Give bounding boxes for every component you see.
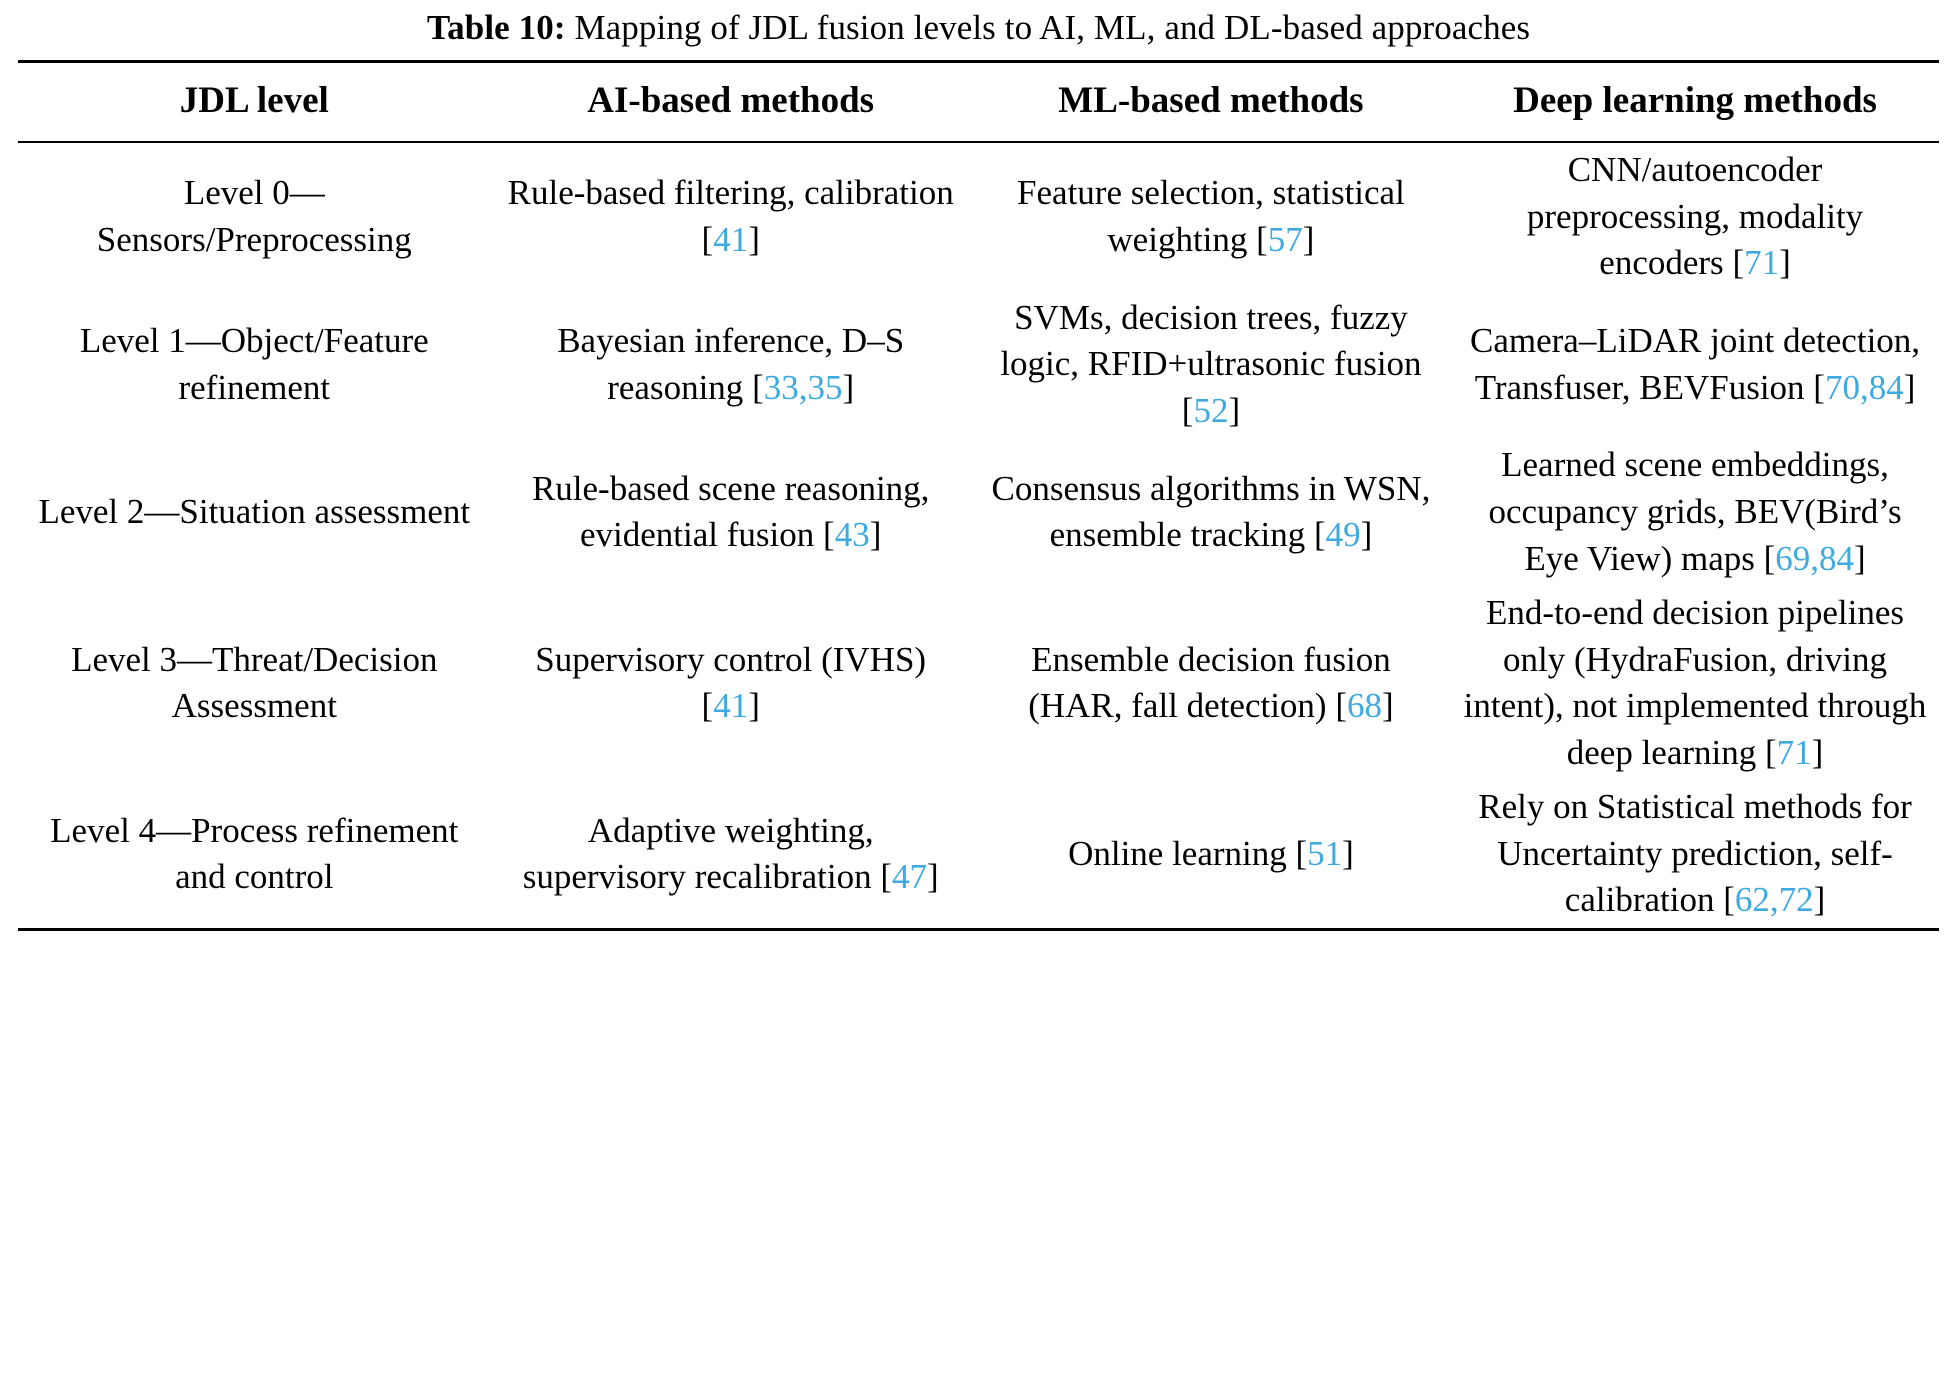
- column-header-deep-learning-methods: Deep learning methods: [1513, 79, 1877, 121]
- table-row: Level 2—Situation assessment Rule-based …: [18, 438, 1939, 586]
- jdl-mapping-table: JDL level AI-based methods ML-based meth…: [18, 60, 1939, 928]
- citation-reference[interactable]: 57: [1267, 219, 1303, 259]
- table-row: Level 3—Threat/Decision Assessment Super…: [18, 586, 1939, 780]
- cell-text: Learned scene embeddings, occupancy grid…: [1488, 445, 1902, 578]
- table-body: Level 0—Sensors/Preprocessing Rule-based…: [18, 142, 1939, 928]
- cell-jdl-level: Level 1—Object/Feature refinement: [18, 291, 491, 439]
- cell-ai-methods: Rule-based scene reasoning, evidential f…: [491, 438, 971, 586]
- cell-ai-methods: Rule-based filtering, calibration [41]: [491, 142, 971, 291]
- cell-dl-methods: End-to-end decision pipelines only (Hydr…: [1451, 586, 1939, 780]
- cell-ai-methods: Supervisory control (IVHS) [41]: [491, 586, 971, 780]
- citation-reference[interactable]: 51: [1307, 833, 1343, 873]
- table-row: Level 0—Sensors/Preprocessing Rule-based…: [18, 142, 1939, 291]
- column-header-ml-based-methods: ML-based methods: [1058, 79, 1364, 121]
- table-caption-label: Table 10:: [426, 8, 566, 47]
- cell-dl-methods: Camera–LiDAR joint detection, Transfuser…: [1451, 291, 1939, 439]
- table-header-row: JDL level AI-based methods ML-based meth…: [18, 61, 1939, 143]
- table-row: Level 4—Process refinement and control A…: [18, 780, 1939, 928]
- citation-reference[interactable]: 43: [834, 515, 870, 555]
- table-bottom-rule: [18, 927, 1939, 931]
- cell-text: CNN/autoencoder preprocessing, modality …: [1526, 150, 1864, 283]
- citation-reference[interactable]: 49: [1325, 515, 1361, 555]
- cell-text: Adaptive weighting, supervisory recalibr…: [522, 810, 939, 897]
- cell-text: Supervisory control (IVHS) [41]: [535, 639, 927, 726]
- table-caption-text: Mapping of JDL fusion levels to AI, ML, …: [565, 8, 1531, 47]
- table-header: JDL level AI-based methods ML-based meth…: [18, 61, 1939, 143]
- table-caption: Table 10: Mapping of JDL fusion levels t…: [18, 0, 1939, 60]
- cell-jdl-level: Level 0—Sensors/Preprocessing: [18, 142, 491, 291]
- cell-jdl-level: Level 4—Process refinement and control: [18, 780, 491, 928]
- cell-ml-methods: Online learning [51]: [971, 780, 1451, 928]
- cell-text: Camera–LiDAR joint detection, Transfuser…: [1470, 321, 1921, 407]
- cell-text: Feature selection, statistical weighting…: [1017, 173, 1405, 259]
- cell-text: Ensemble decision fusion (HAR, fall dete…: [1028, 639, 1394, 726]
- cell-dl-methods: Learned scene embeddings, occupancy grid…: [1451, 438, 1939, 586]
- cell-text: Online learning [51]: [1068, 833, 1354, 873]
- citation-reference[interactable]: 52: [1193, 390, 1229, 430]
- cell-jdl-level: Level 3—Threat/Decision Assessment: [18, 586, 491, 780]
- cell-text: Level 2—Situation assessment: [38, 491, 471, 531]
- citation-reference[interactable]: 70,84: [1824, 367, 1904, 407]
- cell-text: Level 1—Object/Feature refinement: [79, 321, 429, 407]
- citation-reference[interactable]: 68: [1347, 686, 1382, 726]
- cell-text: Level 3—Threat/Decision Assessment: [71, 639, 438, 726]
- cell-text: Rely on Statistical methods for Uncertai…: [1478, 787, 1912, 920]
- cell-ml-methods: Feature selection, statistical weighting…: [971, 142, 1451, 291]
- cell-ml-methods: Ensemble decision fusion (HAR, fall dete…: [971, 586, 1451, 780]
- cell-ml-methods: SVMs, decision trees, fuzzy logic, RFID+…: [971, 291, 1451, 439]
- cell-ml-methods: Consensus algorithms in WSN, ensemble tr…: [971, 438, 1451, 586]
- cell-text: Bayesian inference, D–S reasoning [33,35…: [557, 321, 905, 407]
- cell-text: Rule-based filtering, calibration [41]: [507, 173, 954, 259]
- citation-reference[interactable]: 69,84: [1775, 538, 1855, 578]
- cell-text: Rule-based scene reasoning, evidential f…: [531, 468, 930, 555]
- citation-reference[interactable]: 41: [713, 219, 749, 259]
- cell-text: Level 4—Process refinement and control: [50, 810, 459, 897]
- cell-ai-methods: Adaptive weighting, supervisory recalibr…: [491, 780, 971, 928]
- cell-text: Level 0—Sensors/Preprocessing: [96, 173, 412, 259]
- citation-reference[interactable]: 62,72: [1734, 880, 1814, 920]
- citation-reference[interactable]: 71: [1744, 243, 1780, 283]
- citation-reference[interactable]: 41: [713, 686, 749, 726]
- citation-reference[interactable]: 33,35: [763, 367, 843, 407]
- cell-text: Consensus algorithms in WSN, ensemble tr…: [991, 468, 1431, 555]
- cell-dl-methods: CNN/autoencoder preprocessing, modality …: [1451, 142, 1939, 291]
- cell-text: End-to-end decision pipelines only (Hydr…: [1463, 593, 1927, 772]
- column-header-ai-based-methods: AI-based methods: [587, 79, 875, 121]
- cell-text: SVMs, decision trees, fuzzy logic, RFID+…: [1000, 297, 1422, 430]
- cell-dl-methods: Rely on Statistical methods for Uncertai…: [1451, 780, 1939, 928]
- citation-reference[interactable]: 47: [892, 857, 928, 897]
- column-header-jdl-level: JDL level: [179, 79, 329, 121]
- citation-reference[interactable]: 71: [1776, 732, 1812, 772]
- table-row: Level 1—Object/Feature refinement Bayesi…: [18, 291, 1939, 439]
- cell-ai-methods: Bayesian inference, D–S reasoning [33,35…: [491, 291, 971, 439]
- cell-jdl-level: Level 2—Situation assessment: [18, 438, 491, 586]
